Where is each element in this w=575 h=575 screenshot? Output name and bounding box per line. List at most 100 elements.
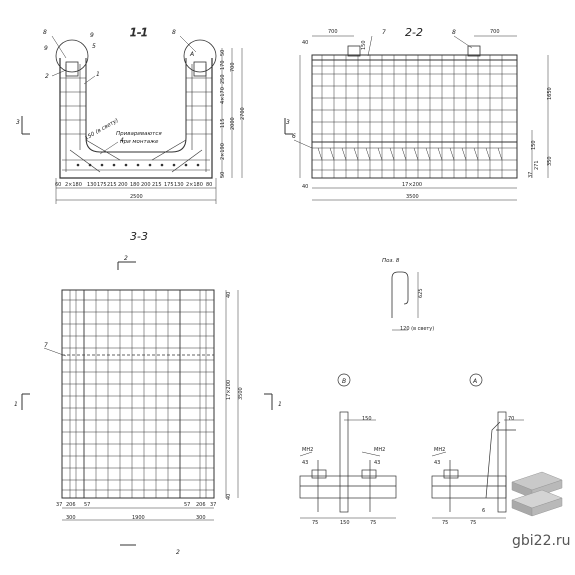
- dim-3-40-top: 40: [226, 292, 232, 298]
- dim-150b: 150: [531, 140, 537, 150]
- callout-8: 9: [90, 32, 94, 39]
- dim-b-4: 215: [107, 182, 117, 188]
- cut-mark-3b: 3: [286, 119, 290, 126]
- dim-overall-2: 3500: [406, 194, 419, 200]
- callout-b: 8: [43, 29, 47, 36]
- pos-8-dim-h: 625: [418, 288, 424, 298]
- callout-a: 8: [172, 29, 176, 36]
- detail-b-dim-75-right: 75: [370, 520, 376, 526]
- dim-3-1900: 1900: [132, 515, 145, 521]
- dim-b-12: 80: [206, 182, 212, 188]
- pos-8-title: Поз. 8: [382, 258, 400, 264]
- note-mount: при монтаже: [120, 139, 159, 145]
- dim-3-3500: 3500: [238, 387, 244, 400]
- dim-1650: 1650: [547, 87, 553, 100]
- detail-b-mark: МН2: [302, 447, 313, 453]
- pos-8-dim-w: 120 (в свету): [400, 326, 434, 332]
- detail-b-dim-43: 43: [302, 460, 308, 466]
- detail-b: [299, 373, 397, 519]
- dim-r-115: 115: [220, 118, 226, 128]
- detail-b-dim-75-left: 75: [312, 520, 318, 526]
- dim-b-8: 215: [152, 182, 162, 188]
- dim-150: 150: [361, 40, 367, 50]
- detail-a-dim-6: 6: [482, 508, 485, 514]
- detail-b-dim-43b: 43: [374, 460, 380, 466]
- dim-3b-206b: 206: [196, 502, 206, 508]
- dim-b-3: 175: [97, 182, 107, 188]
- section-1-1-title: 1-1: [130, 26, 148, 39]
- callout-9: 5: [92, 43, 96, 50]
- callout-7: 7: [382, 29, 386, 36]
- cut-mark-3: 3: [16, 119, 20, 126]
- cut-mark-2: 2: [124, 255, 128, 262]
- pos-8-labels: Поз. 8 625 120 (в свету): [382, 258, 434, 332]
- detail-b-mark-2: МН2: [374, 447, 385, 453]
- dim-3b-206: 206: [66, 502, 76, 508]
- dim-40-bottom: 40: [302, 184, 308, 190]
- dim-3b-37b: 37: [210, 502, 216, 508]
- dim-ro-700: 700: [230, 62, 236, 72]
- callout-1: 4: [120, 137, 124, 144]
- dim-3b-57b: 57: [184, 502, 190, 508]
- dim-350: 350: [547, 156, 553, 166]
- cut-mark-1-right: 1: [278, 401, 282, 408]
- dim-3-300-left: 300: [66, 515, 76, 521]
- note-len: 150 (в свету): [84, 118, 120, 142]
- detail-b-dim-150: 150: [362, 416, 372, 422]
- detail-a-labels: А МН2 70 43 75 75 6: [434, 378, 514, 526]
- dim-b-10: 130: [174, 182, 184, 188]
- section-2-2-labels: 2-2 700 700 150 7 8 6 1650 150 350 37 27…: [286, 26, 553, 200]
- callout-6: 6: [292, 133, 296, 140]
- section-3-3: [21, 261, 273, 546]
- logo-icon: [511, 471, 563, 517]
- dim-r-250: 250: [220, 74, 226, 84]
- dim-3b-37: 37: [56, 502, 62, 508]
- pos-8-detail: [391, 271, 419, 331]
- section-2-2-title: 2-2: [405, 26, 423, 39]
- detail-b-labels: В МН2 150 43 75 150 75 МН2 43: [302, 378, 385, 526]
- dim-b-9: 175: [164, 182, 174, 188]
- dim-3-40-bottom: 40: [226, 494, 232, 500]
- dim-pitch: 17×200: [402, 182, 422, 188]
- detail-b-label: В: [342, 378, 346, 385]
- detail-b-dim-150b: 150: [340, 520, 350, 526]
- dim-37: 37: [528, 172, 534, 178]
- callout-8: 8: [452, 29, 456, 36]
- dim-3-pitch: 17×200: [226, 380, 232, 400]
- section-2-2: [284, 35, 549, 201]
- detail-a-dim-75-left: 75: [442, 520, 448, 526]
- detail-a: [431, 373, 524, 519]
- detail-a-label: А: [472, 378, 477, 385]
- section-3-3-title: 3-3: [130, 230, 148, 243]
- dim-b-1: 2×180: [65, 182, 82, 188]
- dim-271: 271: [534, 160, 540, 170]
- callout-5: 2: [45, 73, 49, 80]
- section-3-3-labels: 3-3 2 1 1 7 40 17×200 3500 40 37 206 57 …: [14, 230, 282, 556]
- dim-b-2: 130: [87, 182, 97, 188]
- dim-r-170: 170: [220, 60, 226, 70]
- dim-ro-2000: 2000: [230, 117, 236, 130]
- dim-r-4x170: 4×170: [220, 87, 226, 104]
- callout-4: A: [189, 51, 194, 58]
- watermark: gbi22.ru: [512, 533, 571, 549]
- dim-3b-57: 57: [84, 502, 90, 508]
- section-1-1: 1-1: [21, 26, 243, 204]
- dim-b-5: 200: [118, 182, 128, 188]
- dim-r-2x190: 2×190: [220, 143, 226, 160]
- callout-2: 1: [96, 71, 100, 78]
- dim-b-7: 200: [141, 182, 151, 188]
- dim-r-50: 50: [220, 50, 226, 56]
- cut-mark-1-left: 1: [14, 401, 18, 408]
- dim-b-0: 60: [55, 182, 61, 188]
- detail-a-dim-70: 70: [508, 416, 514, 422]
- detail-a-mark: МН2: [434, 447, 445, 453]
- dim-r-50b: 50: [220, 172, 226, 178]
- note-weld: Привариваются: [116, 131, 162, 137]
- dim-40-top: 40: [302, 40, 308, 46]
- dim-top-700-right: 700: [490, 29, 500, 35]
- dim-b-6: 180: [130, 182, 140, 188]
- callout-9b: 9: [44, 45, 48, 52]
- dim-3-300-right: 300: [196, 515, 206, 521]
- detail-a-dim-75-right: 75: [470, 520, 476, 526]
